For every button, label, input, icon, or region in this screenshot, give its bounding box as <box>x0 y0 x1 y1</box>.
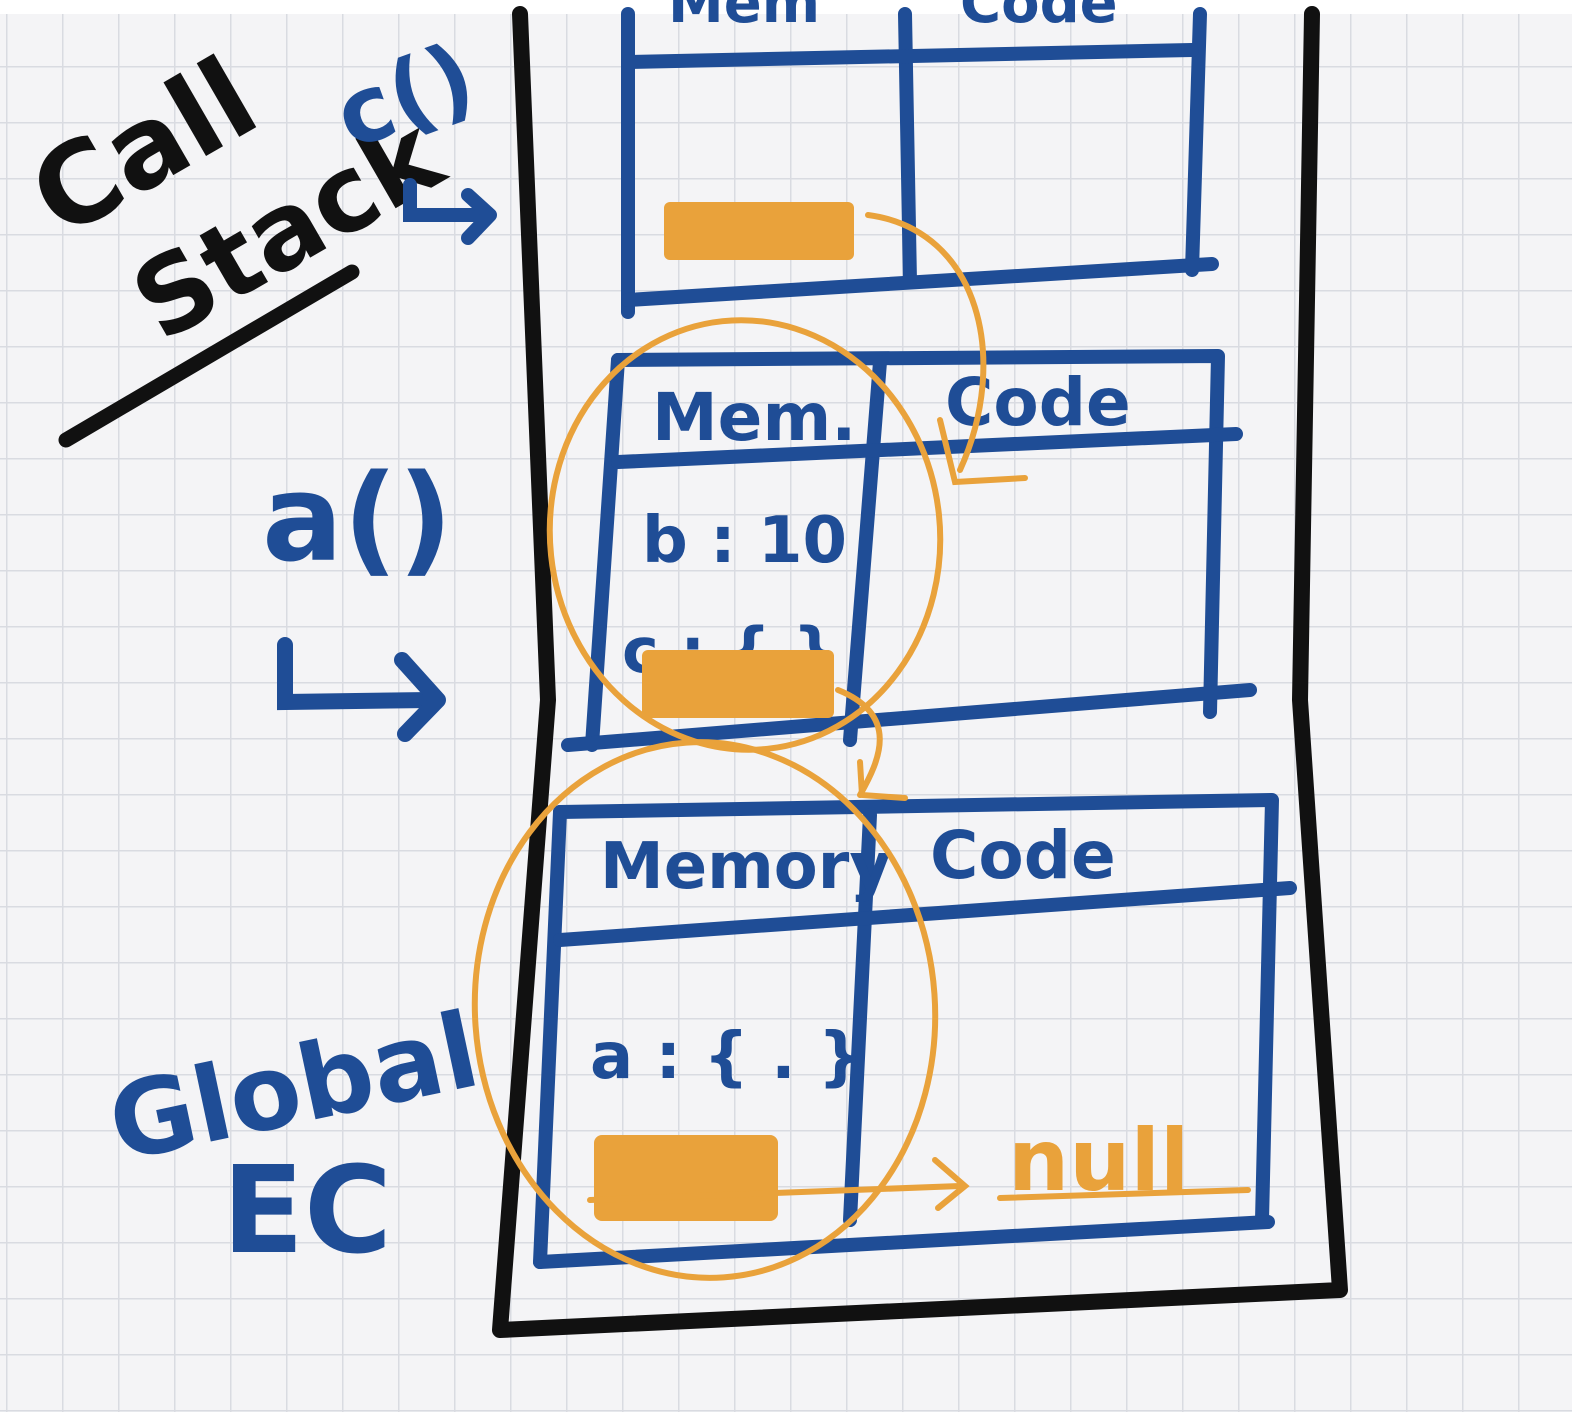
scope-link-global-to-null <box>587 1183 963 1203</box>
stack-frame-c: Mem Code <box>621 0 1219 319</box>
scope-circle-a <box>546 317 944 753</box>
frame-a-mem-header: Mem. <box>652 379 856 456</box>
frame-c-mem-header: Mem <box>668 0 820 36</box>
label-a: a() <box>262 450 453 742</box>
frame-c-lexical-env <box>664 202 854 260</box>
scope-link-c-to-a <box>865 212 987 473</box>
null-label: null <box>1008 1111 1189 1211</box>
frame-c-code-header: Code <box>960 0 1118 36</box>
title-underline <box>58 264 360 448</box>
label-a-text: a() <box>262 450 453 589</box>
frame-global-code-header: Code <box>930 817 1116 894</box>
label-a-arrow <box>277 637 438 711</box>
label-ec-text: EC <box>222 1142 392 1281</box>
frame-a-lexical-env <box>642 650 834 718</box>
stack-frame-a: Mem. Code b : 10 c : { } <box>561 349 1257 752</box>
frame-global-mem-header: Memory <box>600 830 891 904</box>
frame-global-memory-a: a : { . } <box>590 1020 863 1094</box>
top-border <box>0 0 1572 14</box>
label-c-arrow <box>403 178 495 222</box>
stack-frame-global: Memory Code a : { . } <box>533 793 1297 1269</box>
frame-a-memory-b: b : 10 <box>642 504 847 578</box>
label-global-ec: Global EC <box>99 989 489 1281</box>
scope-circle-global <box>471 739 939 1281</box>
frame-global-lexical-env <box>594 1135 778 1221</box>
lexical-scope-annotations <box>471 212 1251 1281</box>
call-stack-container <box>492 6 1348 1338</box>
scope-link-a-to-global <box>835 687 883 798</box>
